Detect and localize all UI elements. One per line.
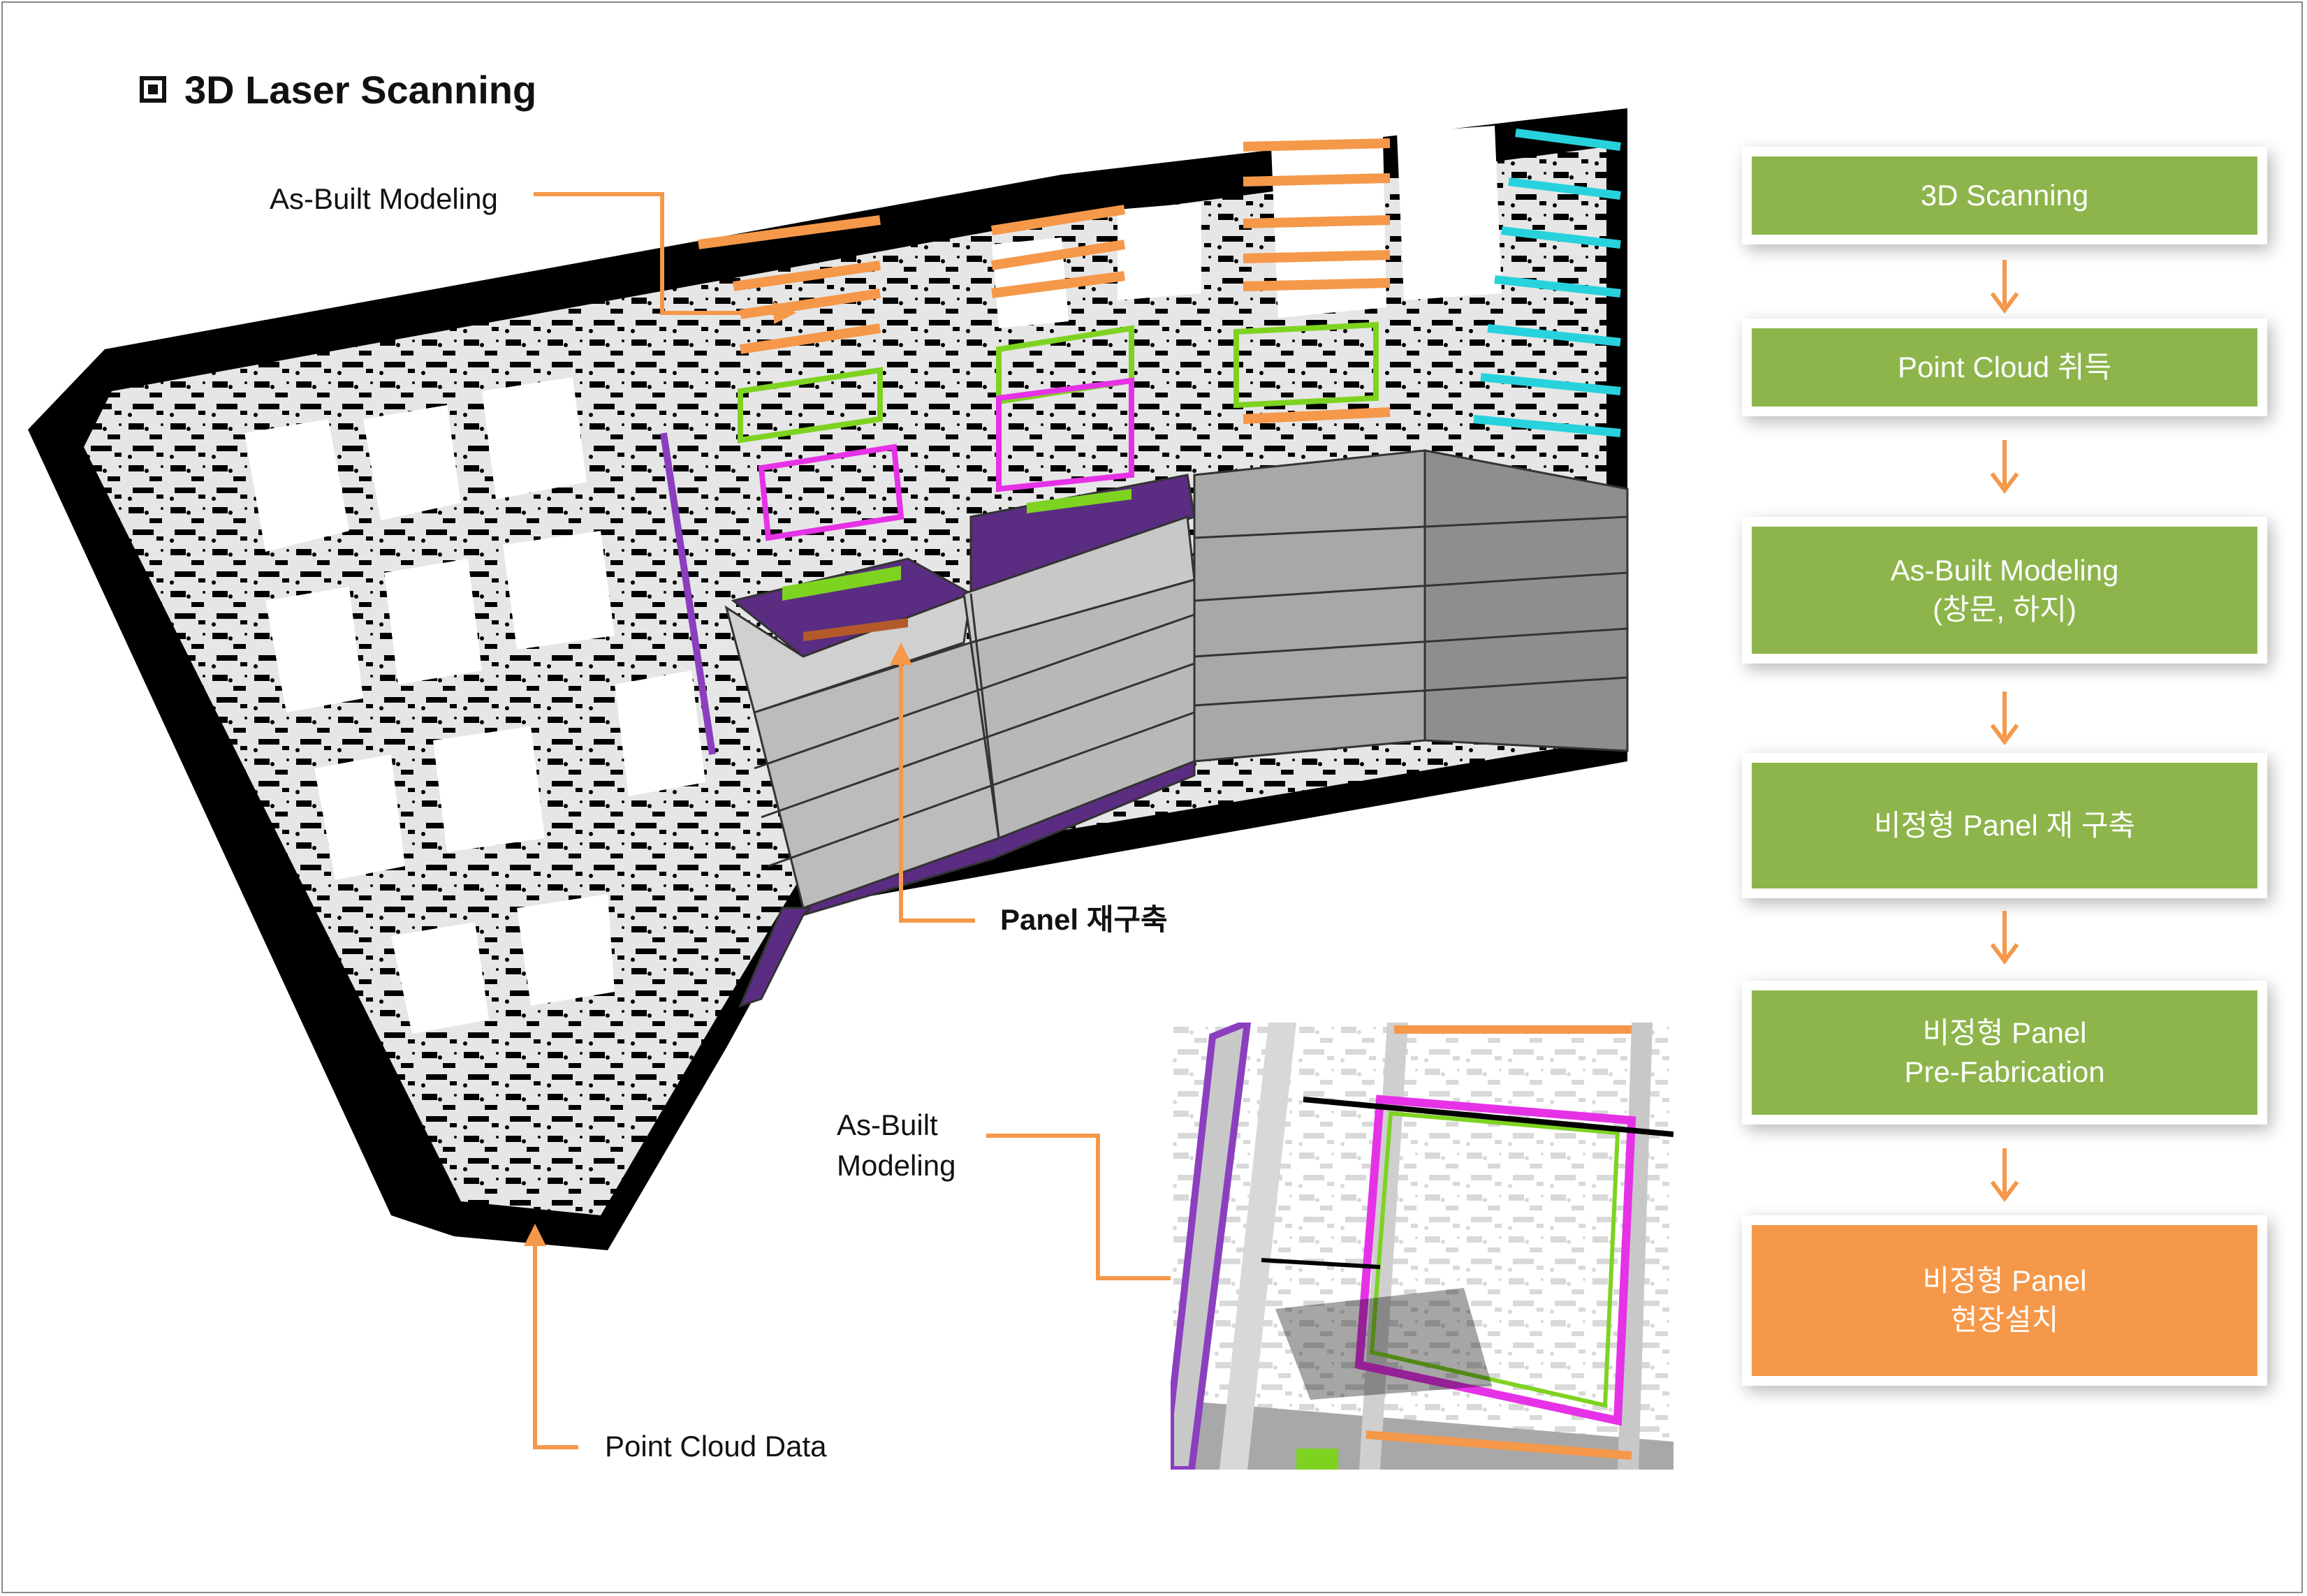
flow-step-site-installation: 비정형 Panel 현장설치 [1752, 1225, 2257, 1376]
figure-title: 3D Laser Scanning [140, 61, 536, 117]
flow-step-text: 현장설치 [1950, 1303, 2059, 1336]
flow-step-text: As-Built Modeling [1890, 554, 2119, 587]
callout-as-built-top: As-Built Modeling [270, 182, 498, 215]
arrow-as-built-top [534, 192, 775, 315]
flow-step-point-cloud: Point Cloud 취득 [1752, 328, 2257, 407]
flow-step-text: Pre-Fabrication [1904, 1055, 2105, 1088]
flow-arrow-down-icon [1990, 691, 2019, 745]
window-frame-members [698, 138, 1391, 424]
inset-closeup-image [1171, 1023, 1674, 1470]
arrow-point-cloud [533, 1245, 578, 1449]
flow-arrow-down-icon [1990, 260, 2019, 314]
title-text: 3D Laser Scanning [184, 67, 537, 112]
flow-step-pre-fabrication: 비정형 Panel Pre-Fabrication [1752, 990, 2257, 1115]
flow-arrow-down-icon [1990, 911, 2019, 965]
arrow-head-panel-rebuild [890, 643, 912, 665]
flow-arrow-down-icon [1990, 1148, 2019, 1202]
arrow-as-built-inset [986, 1134, 1190, 1280]
flow-arrow-down-icon [1990, 440, 2019, 494]
arrow-head-as-built-top [774, 302, 796, 324]
flow-step-text: 비정형 Panel 재 구축 [1873, 809, 2136, 842]
callout-as-built-inset-line1: As-Built [837, 1108, 938, 1141]
flow-step-text: 비정형 Panel [1922, 1016, 2087, 1049]
reconstructed-panels [724, 449, 1629, 1008]
flow-step-text: Point Cloud 취득 [1897, 351, 2112, 383]
flow-step-text: (창문, 하지) [1933, 593, 2077, 626]
flow-step-3d-scanning: 3D Scanning [1752, 156, 2257, 235]
flow-step-text: 비정형 Panel [1922, 1264, 2087, 1297]
flow-step-panel-rebuild: 비정형 Panel 재 구축 [1752, 763, 2257, 888]
flow-step-as-built-modeling: As-Built Modeling (창문, 하지) [1752, 527, 2257, 654]
arrow-panel-rebuild [899, 664, 975, 923]
flow-step-text: 3D Scanning [1920, 179, 2089, 212]
window-outlines [660, 321, 1379, 755]
callout-as-built-inset-line2: Modeling [837, 1149, 956, 1182]
callout-point-cloud: Point Cloud Data [605, 1430, 827, 1463]
cyan-members [1473, 129, 1621, 437]
arrow-head-point-cloud [524, 1224, 546, 1246]
callout-panel-rebuild: Panel 재구축 [1000, 903, 1168, 936]
square-bullet-icon [140, 76, 166, 103]
